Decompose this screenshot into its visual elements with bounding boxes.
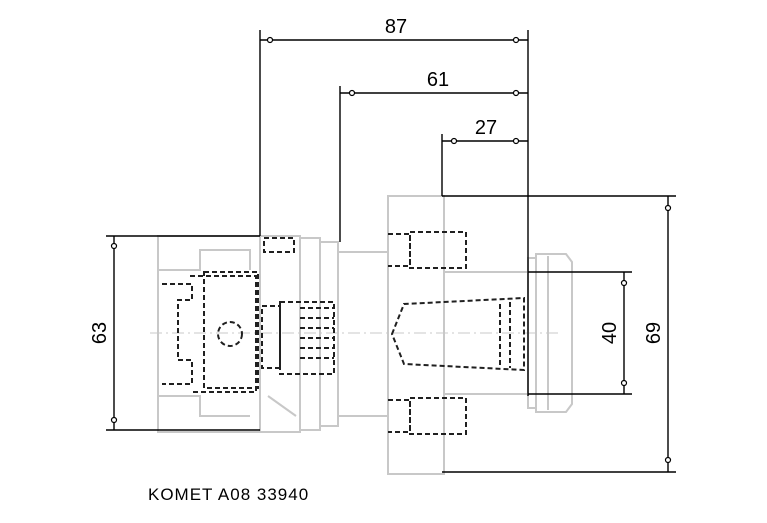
dim-63-label: 63 [89,322,111,344]
dim-87-label: 87 [385,16,407,38]
dim-40-label: 40 [599,322,621,344]
chamfer-line [267,395,297,417]
drive-key-left [162,283,193,385]
dim-63-arrow-top [110,242,118,250]
dimension-lines [106,30,676,473]
dim-69-label: 69 [643,322,665,344]
flange-ring-1 [299,237,321,431]
screw-bottom-body [409,397,467,435]
dim-61-arrow-left [348,89,356,97]
dim-69-arrow-top [664,204,672,212]
arbor-screw [390,296,525,372]
dim-40-arrow-bottom [620,379,628,387]
dim-27-label: 27 [475,117,497,139]
bolt-head [261,305,281,369]
drive-pocket [203,271,259,389]
shank-body [157,235,261,433]
screw-top-body [409,231,467,269]
neck [337,251,389,417]
shank-slot-top [158,249,251,271]
dim-69-arrow-bottom [664,456,672,464]
dim-61-label: 61 [427,69,449,91]
shank-slot-bottom [158,395,250,417]
dim-87-arrow-left [266,36,274,44]
dim-40-arrow-top [620,279,628,287]
dim-87-arrow-right [512,36,520,44]
top-key [263,237,295,253]
dim-27-arrow-left [450,137,458,145]
hidden-lines [162,231,525,435]
dim-63-arrow-bottom [110,416,118,424]
flange-ring-2 [319,241,339,427]
drive-key-right [190,275,257,393]
screw-top-head [388,233,411,267]
coolant-hole [217,321,243,347]
clamp-nut [535,253,573,413]
dim-61-arrow-right [512,89,520,97]
screw-bottom-head [388,399,411,433]
dim-27-arrow-right [512,137,520,145]
drawing-caption: KOMET A08 33940 [148,485,309,504]
